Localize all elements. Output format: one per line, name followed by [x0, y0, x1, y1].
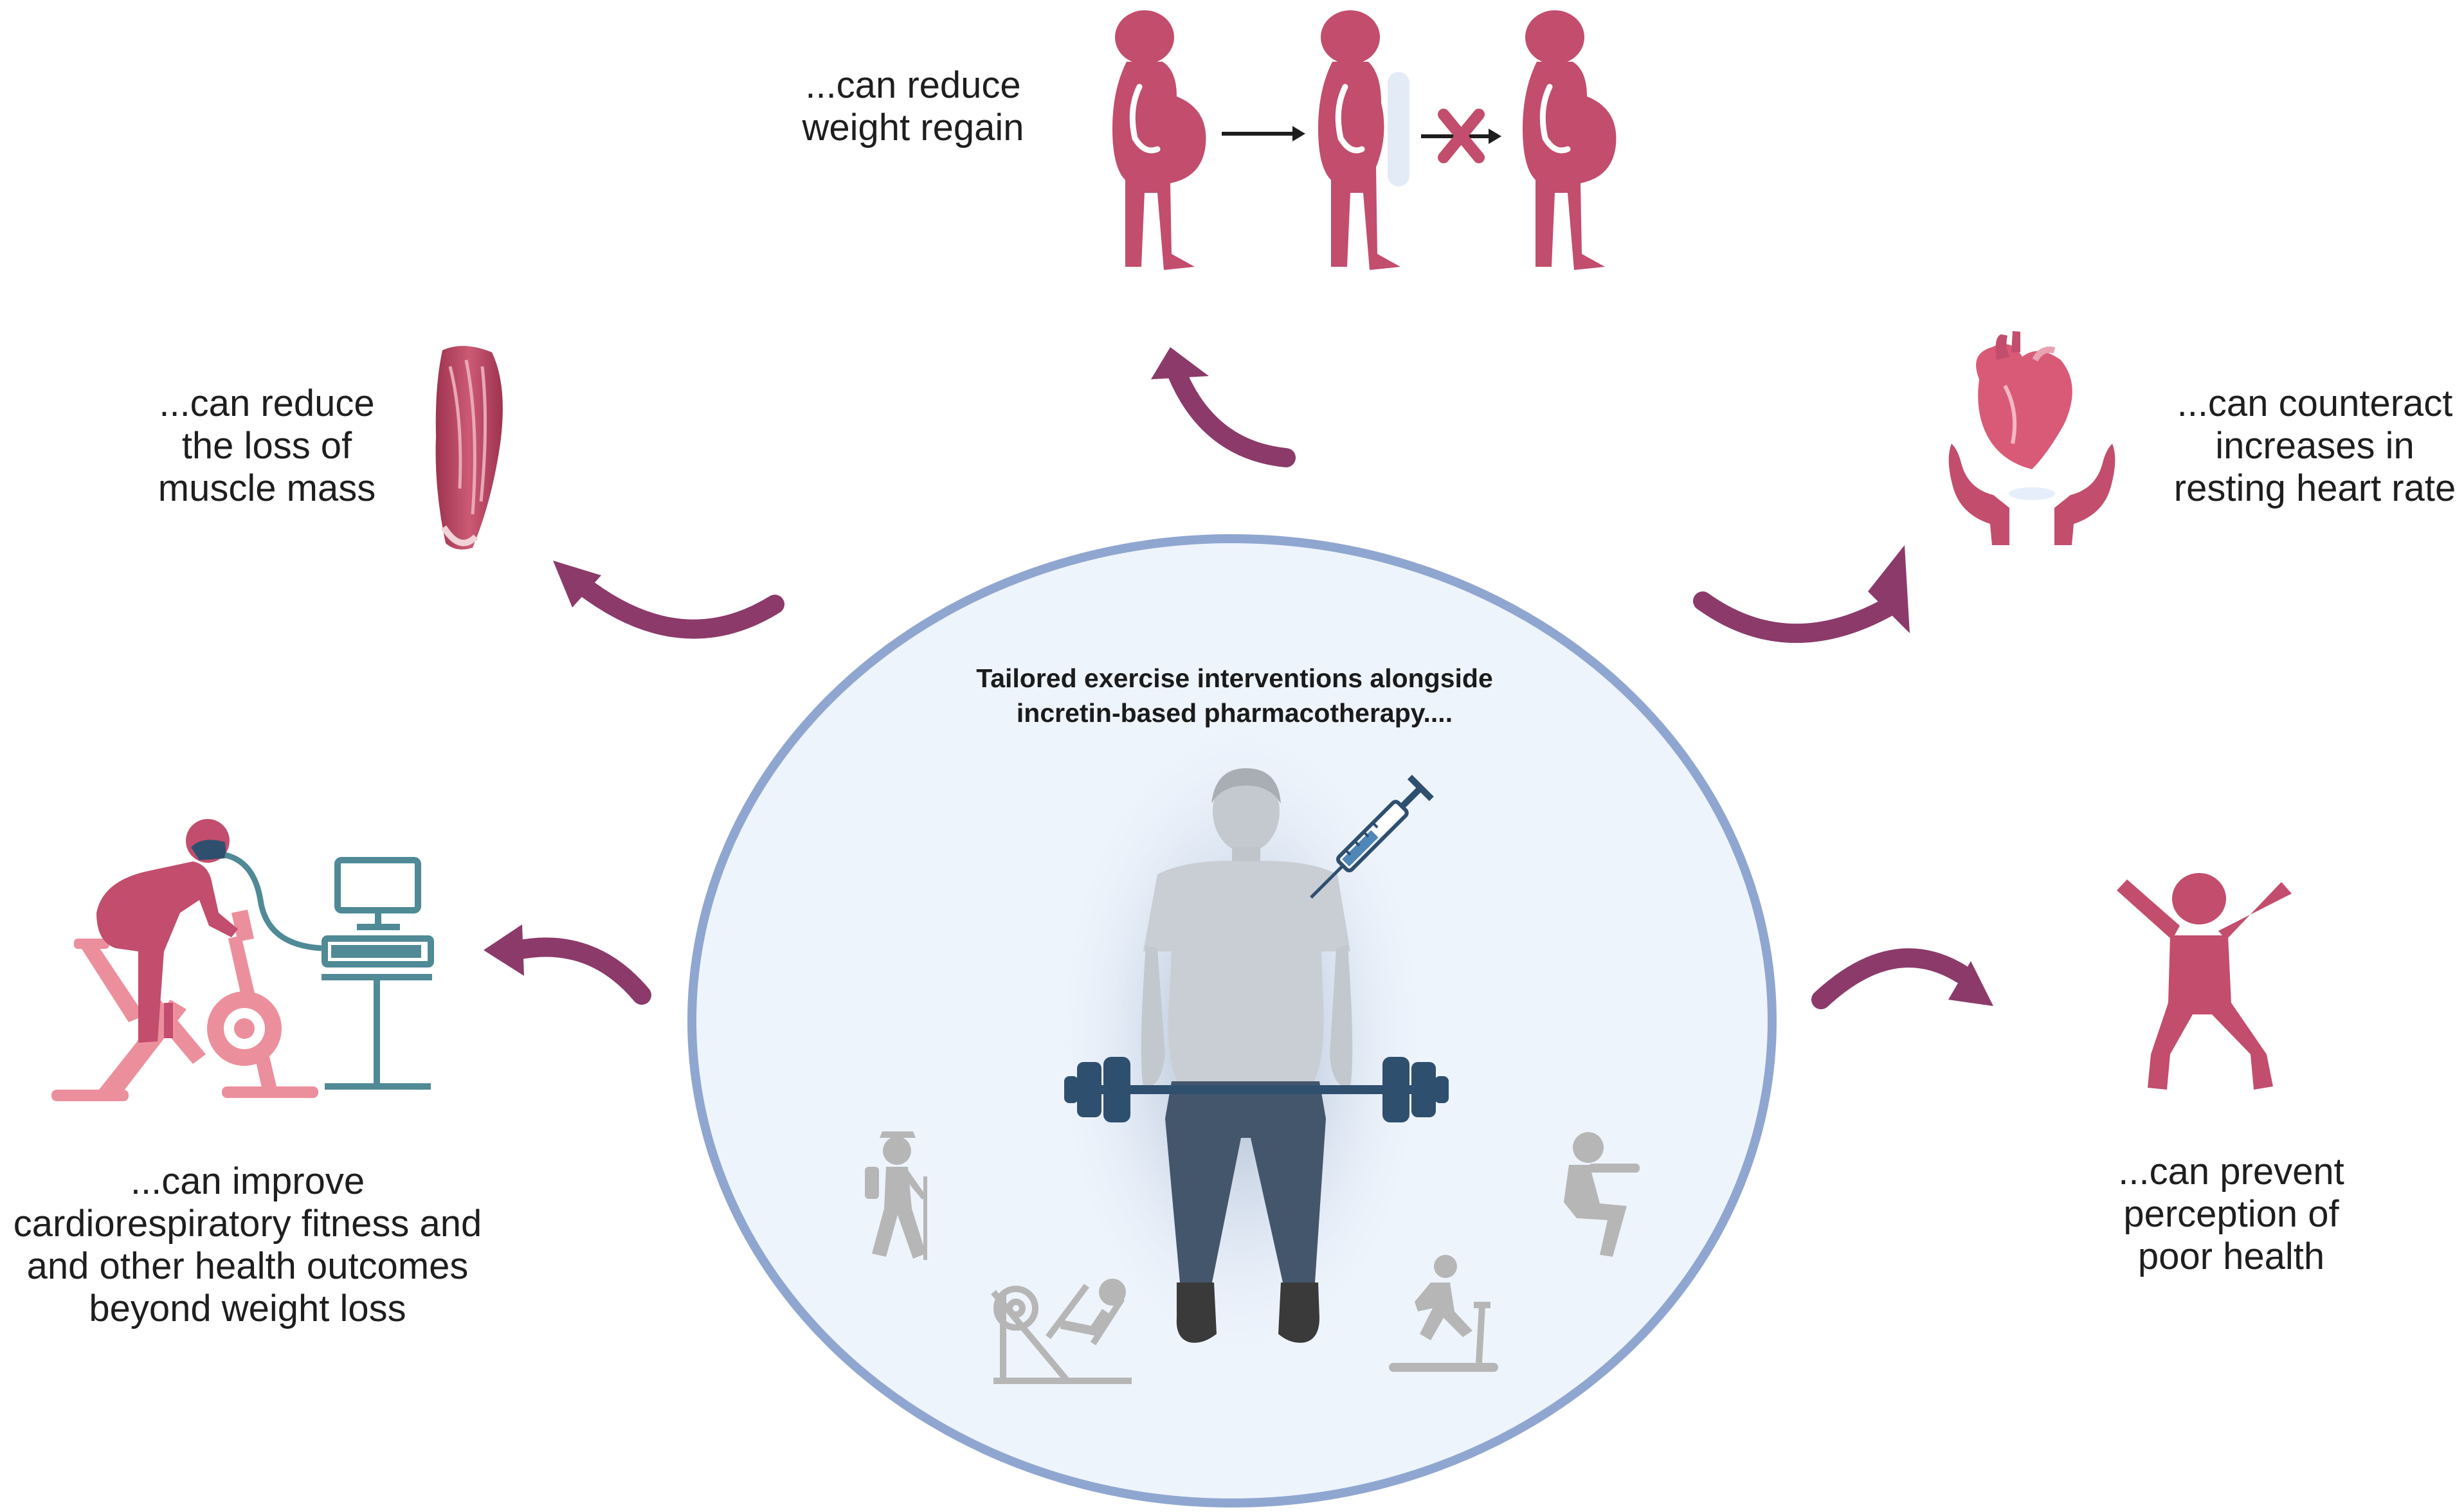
heart-in-hands-icon: [1948, 331, 2115, 545]
center-title-line-2: incretin-based pharmacotherapy....: [1016, 698, 1453, 728]
jumping-person-icon: [2117, 873, 2292, 1090]
barbell-icon: [1064, 1057, 1449, 1122]
fitness-line-2: cardiorespiratory fitness and: [13, 1203, 482, 1245]
muscle-mass-line-3: muscle mass: [158, 467, 376, 509]
muscle-mass-text: ...can reduce the loss of muscle mass: [122, 382, 412, 510]
obese-figure-icon: [1112, 10, 1206, 270]
fitness-text: ...can improve cardiorespiratory fitness…: [0, 1160, 495, 1330]
leg-press-icon: [991, 1279, 1132, 1384]
obese-figure-icon-2: [1523, 10, 1617, 270]
exercise-bike-test-icon: [51, 819, 434, 1101]
squat-icon: [1564, 1132, 1640, 1257]
poor-health-text: ...can prevent perception of poor health: [2083, 1151, 2379, 1278]
central-person-icon: [1141, 768, 1353, 1343]
poor-health-line-2: perception of: [2123, 1193, 2339, 1235]
treadmill-runner-icon: [1389, 1255, 1498, 1372]
weight-regain-line-1: ...can reduce: [805, 64, 1021, 106]
center-title: Tailored exercise interventions alongsid…: [887, 661, 1582, 730]
poor-health-line-1: ...can prevent: [2118, 1151, 2344, 1192]
slim-figure-icon: [1318, 10, 1400, 270]
muscle-icon: [435, 346, 503, 550]
muscle-mass-line-1: ...can reduce: [159, 382, 375, 424]
center-title-line-1: Tailored exercise interventions alongsid…: [976, 663, 1493, 693]
heart-rate-line-1: ...can counteract: [2177, 382, 2453, 424]
arrow-to-fitness: [484, 924, 651, 1005]
weight-regain-line-2: weight regain: [802, 107, 1024, 148]
arrow-to-weight-regain: [1151, 347, 1296, 467]
hiker-icon: [865, 1131, 927, 1260]
ghost-outline: [1388, 72, 1409, 186]
heart-rate-line-2: increases in: [2215, 425, 2414, 467]
fitness-line-3: and other health outcomes: [26, 1245, 469, 1287]
arrow-to-heart: [1693, 545, 1910, 643]
muscle-mass-line-2: the loss of: [181, 425, 352, 467]
weight-regain-text: ...can reduce weight regain: [759, 64, 1067, 149]
syringe-icon: [1310, 775, 1434, 899]
heart-rate-text: ...can counteract increases in resting h…: [2144, 382, 2464, 510]
poor-health-line-3: poor health: [2137, 1236, 2325, 1277]
arrow-to-poor-health: [1811, 948, 1993, 1009]
heart-rate-line-3: resting heart rate: [2173, 467, 2456, 509]
cross-icon: [1438, 109, 1485, 163]
weight-regain-silhouettes: [1112, 10, 1617, 270]
fitness-line-1: ...can improve: [130, 1160, 365, 1202]
arrow-to-muscle: [553, 561, 784, 639]
fitness-line-4: beyond weight loss: [89, 1288, 406, 1329]
